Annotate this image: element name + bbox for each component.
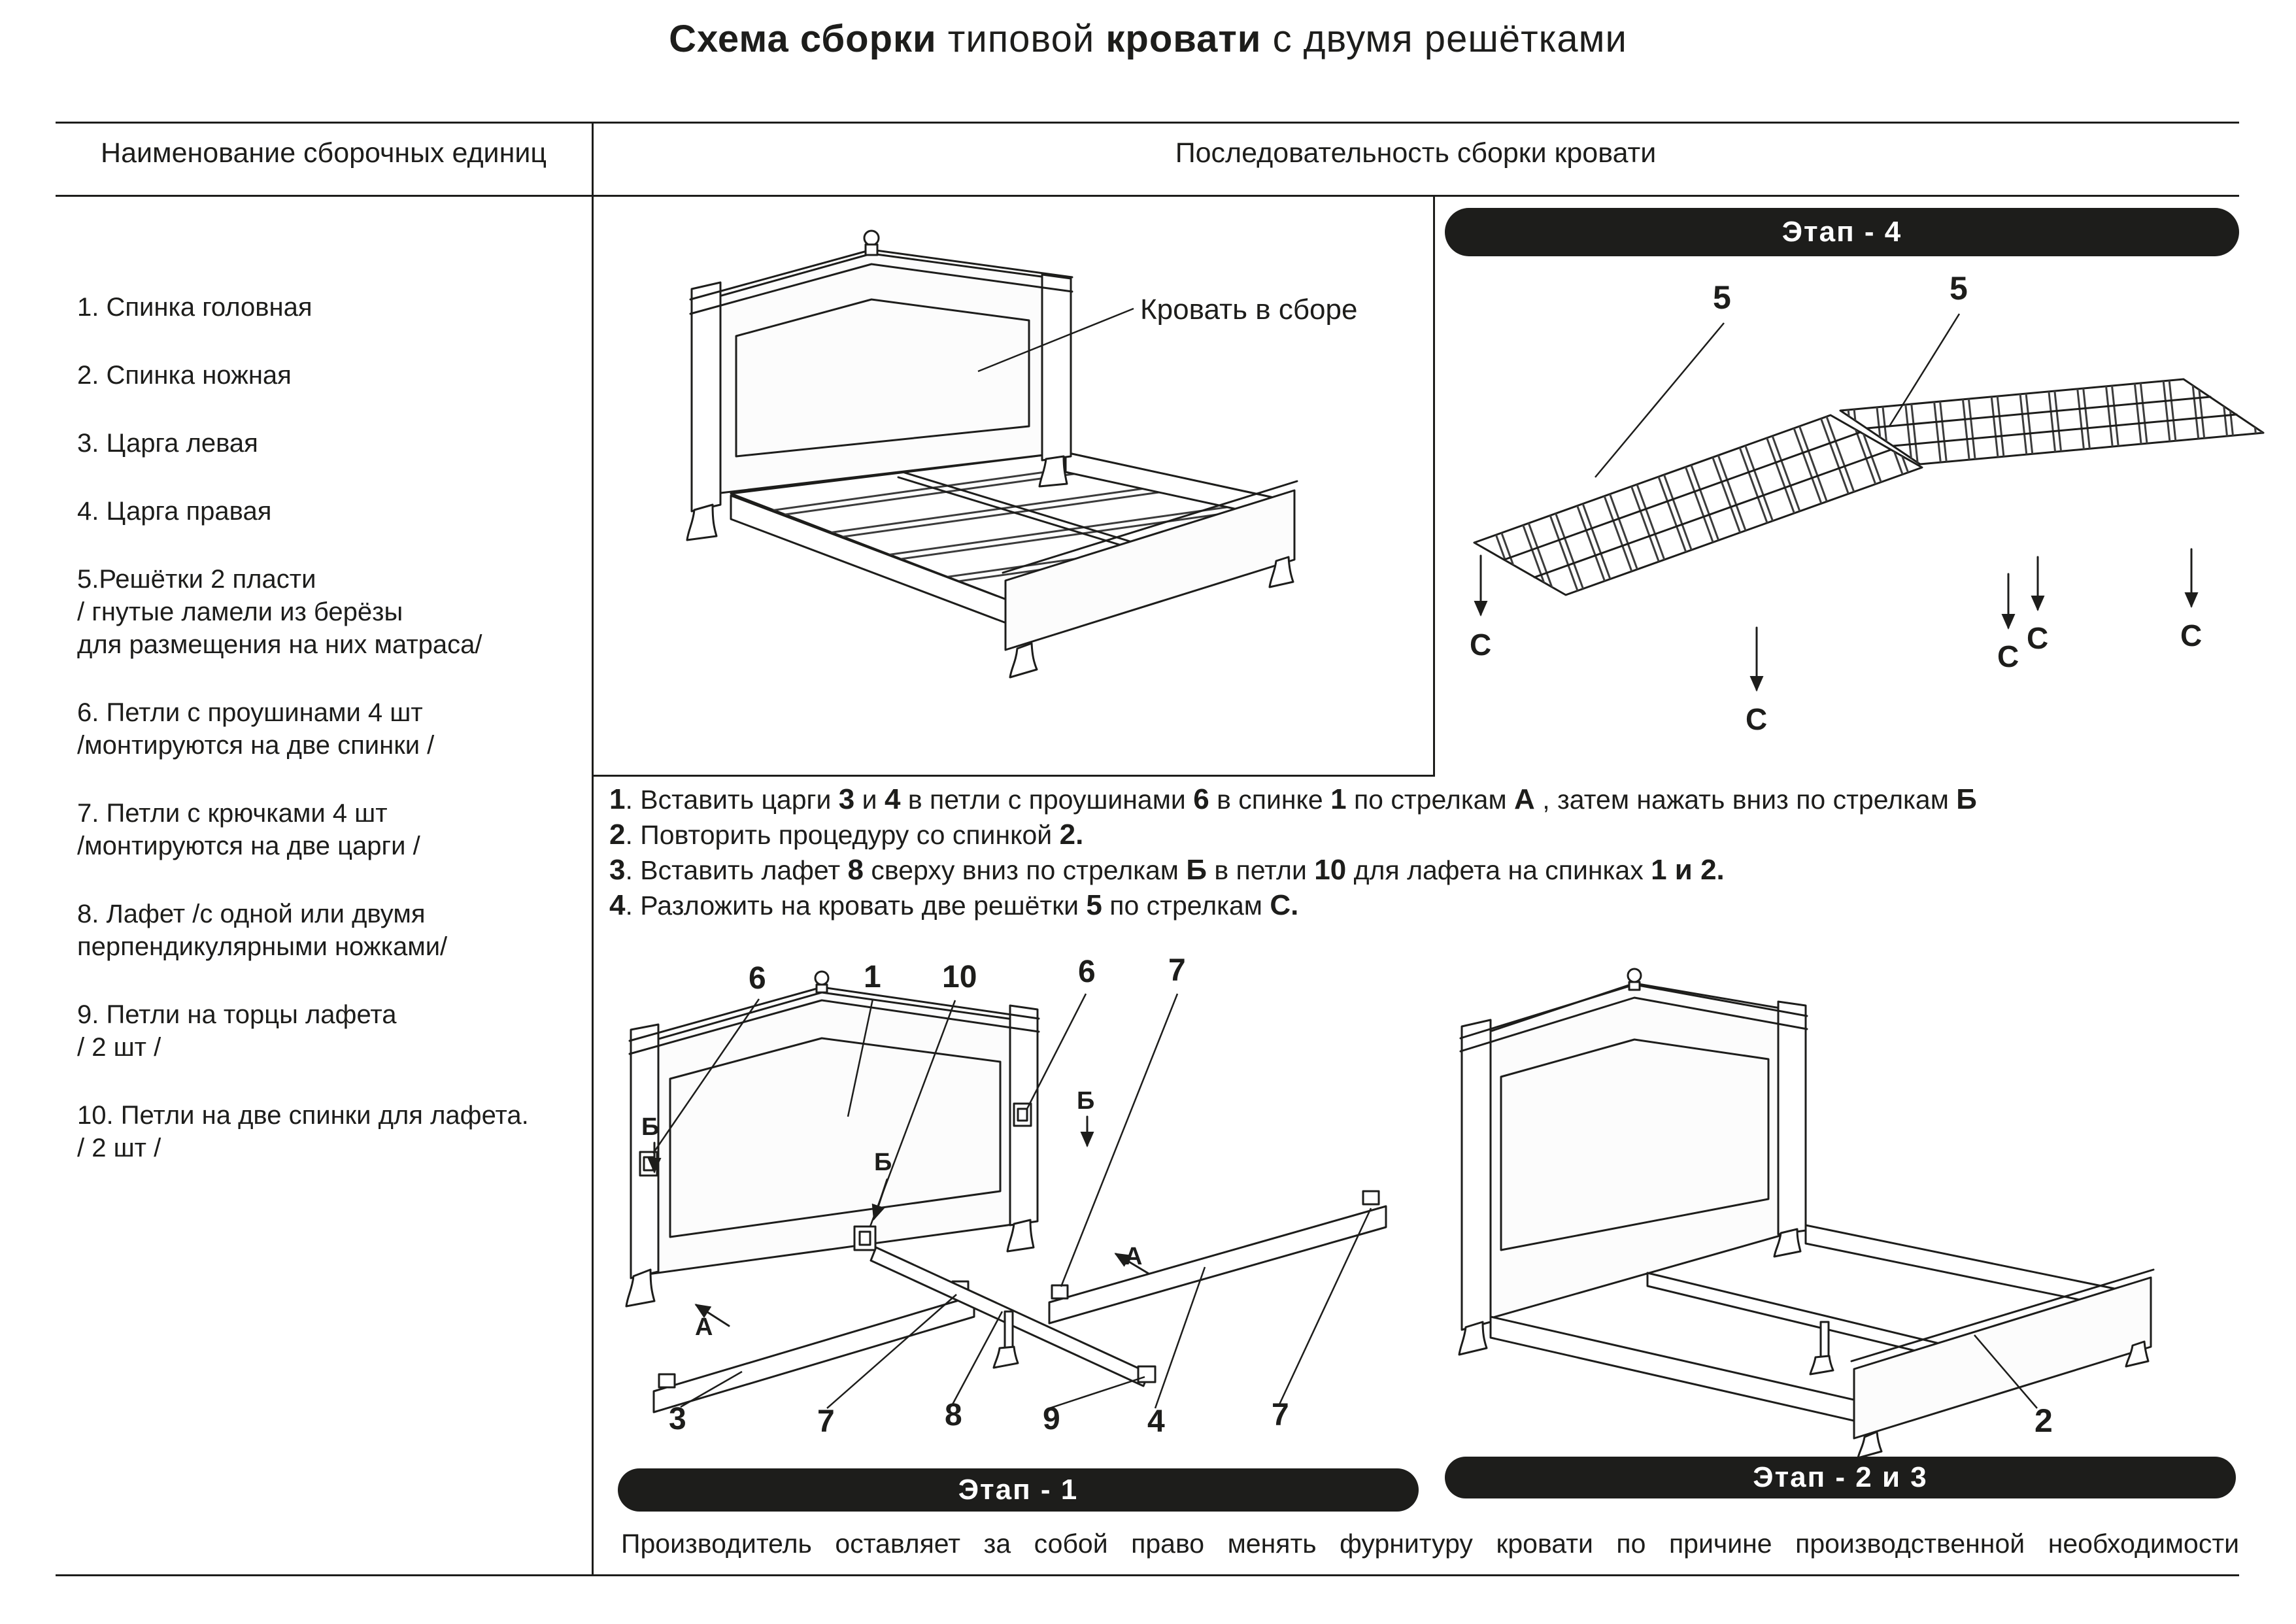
- manufacturer-note: Производитель оставляет за собой право м…: [621, 1529, 2239, 1559]
- stage1-rails-drawing: [652, 1190, 1387, 1413]
- page-title: Схема сборки типовой кровати с двумя реш…: [669, 18, 1627, 60]
- stage1-banner: Этап - 1: [618, 1468, 1419, 1512]
- assembly-instructions: 1. Вставить царги 3 и 4 в петли с проуши…: [609, 782, 2250, 923]
- divider-columns: [592, 122, 594, 1574]
- assembled-bed-label: Кровать в сборе: [1140, 294, 1357, 326]
- part-number: 1: [864, 960, 881, 994]
- divider-under-headers: [56, 195, 2239, 197]
- divider-top: [56, 122, 2239, 124]
- part-number: 7: [1168, 953, 1186, 988]
- lattice-label-5: 5: [1713, 279, 1731, 316]
- part-number: 6: [1078, 955, 1096, 989]
- letter-b: Б: [1077, 1087, 1094, 1115]
- parts-list-item: 7. Петли с крючками 4 шт /монтируются на…: [77, 799, 420, 860]
- stage4-callouts: 5 5 С С С С С: [1470, 270, 2202, 736]
- right-column-header: Последовательность сборки кровати: [1175, 137, 1657, 169]
- divider-bottom: [56, 1574, 2239, 1576]
- stage1-callouts: 6 1 10 6 7 3 7 8 9 4 7: [652, 953, 1372, 1439]
- lattices-drawing: [1473, 378, 2265, 596]
- stage23-panel: 2: [1438, 943, 2269, 1459]
- parts-list-item: 8. Лафет /с одной или двумя перпендикуля…: [77, 900, 448, 961]
- assembled-bed-drawing: [686, 229, 1298, 679]
- letter-a: А: [1124, 1243, 1142, 1270]
- parts-list: 1. Спинка головная 2. Спинка ножная 3. Ц…: [77, 291, 587, 1200]
- lattice-label-5: 5: [1950, 270, 1968, 307]
- part-number: 10: [942, 960, 977, 994]
- part-number: 4: [1147, 1404, 1165, 1439]
- part-number: 3: [669, 1402, 686, 1436]
- stage1-panel: Б Б Б А А 6 1 10 6 7: [592, 941, 1435, 1464]
- part-number: 6: [749, 961, 766, 996]
- parts-list-item: 9. Петли на торцы лафета / 2 шт /: [77, 1000, 397, 1062]
- arrow-letter-c: С: [2180, 618, 2202, 652]
- instruction-line: 1. Вставить царги 3 и 4 в петли с проуши…: [609, 783, 1977, 815]
- letter-b: Б: [874, 1149, 892, 1176]
- assembled-bed-panel: Кровать в сборе: [594, 196, 1433, 775]
- instruction-line: 3. Вставить лафет 8 сверху вниз по стрел…: [609, 854, 1725, 886]
- stage23-banner: Этап - 2 и 3: [1445, 1457, 2236, 1498]
- parts-list-item: 1. Спинка головная: [77, 293, 312, 322]
- part-number: 7: [817, 1404, 835, 1439]
- arrow-letter-c: С: [1746, 702, 1767, 736]
- arrow-letter-c: С: [1470, 628, 1491, 662]
- letter-a: А: [695, 1313, 713, 1341]
- stage4-panel: 5 5 С С С С С: [1438, 262, 2269, 785]
- parts-list-item: 2. Спинка ножная: [77, 361, 292, 390]
- parts-list-item: 10. Петли на две спинки для лафета. / 2 …: [77, 1101, 529, 1162]
- arrow-letter-c: С: [1997, 639, 2019, 673]
- stage1-letters: Б Б Б А А: [641, 1087, 1150, 1341]
- stage23-frame-drawing: [1458, 968, 2155, 1459]
- assembled-panel-right-border: [1433, 195, 1435, 775]
- letter-b: Б: [641, 1113, 659, 1141]
- assembled-panel-bottom-border: [592, 775, 1435, 777]
- stage23-callout: 2: [1974, 1334, 2053, 1439]
- parts-list-item: 5.Решётки 2 пласти / гнутые ламели из бе…: [77, 565, 482, 659]
- arrow-letter-c: С: [2027, 621, 2048, 655]
- parts-list-item: 4. Царга правая: [77, 497, 272, 526]
- instruction-line: 4. Разложить на кровать две решётки 5 по…: [609, 889, 1299, 921]
- assembled-bed-callout: Кровать в сборе: [977, 294, 1357, 373]
- parts-list-item: 3. Царга левая: [77, 429, 258, 458]
- part-number: 2: [2034, 1402, 2053, 1439]
- instruction-line: 2. Повторить процедуру со спинкой 2.: [609, 819, 1084, 851]
- stage4-banner: Этап - 4: [1445, 208, 2239, 256]
- parts-list-item: 6. Петли с проушинами 4 шт /монтируются …: [77, 698, 435, 760]
- stage1-headboard-drawing: [625, 970, 1040, 1308]
- left-column-header: Наименование сборочных единиц: [101, 137, 547, 169]
